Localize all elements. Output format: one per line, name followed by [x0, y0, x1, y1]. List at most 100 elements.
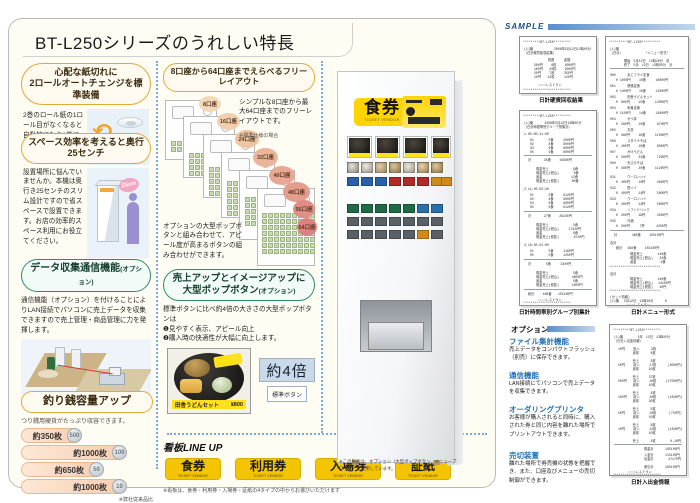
receipt-divider [610, 230, 684, 231]
pop-button-price-bar: 田舎うどんセット ¥800 [172, 400, 246, 410]
machine-control-panel[interactable] [402, 96, 446, 128]
receipt-caption: 日計入出金情報 [631, 480, 670, 486]
price-button[interactable] [431, 230, 443, 239]
price-button[interactable] [375, 230, 387, 239]
receipt-line: 現金売上(税抜) 40円 [630, 285, 667, 289]
section-coin-capacity: 釣り銭容量アップ つり銭用硬貨がたっぷり収容できます。 約350枚 500 約1… [21, 391, 153, 503]
receipt-line: 03 6食 6000円 [530, 146, 574, 150]
receipt-line: 計 35食 15680円 [528, 158, 572, 162]
price-button[interactable] [417, 204, 429, 213]
small-menu-button[interactable] [403, 162, 415, 173]
small-menu-button[interactable] [431, 162, 443, 173]
coin-bar-row: 約1000枚 10 [21, 478, 153, 494]
menu-photo-button[interactable] [375, 136, 400, 158]
price-button[interactable] [431, 204, 443, 213]
line-up-heading: 看板LINE UP [163, 443, 223, 454]
receipt-line: 入金計 115100円 [644, 453, 680, 457]
price-button[interactable] [347, 230, 359, 239]
pop-button-item-name: 田舎うどんセット [175, 402, 220, 409]
menu-photo-button[interactable] [431, 136, 451, 158]
menu-price-strip [405, 153, 426, 157]
receipt-line: 50円 7枚 350円 [534, 71, 573, 75]
price-button[interactable] [389, 177, 401, 186]
data-comm-heading-text: データ収集通信機能 [30, 263, 121, 274]
coin-bar-fill: 約1000枚 [21, 478, 126, 494]
menu-row-values: ¥ 560円 10食 8700円 [616, 122, 668, 126]
receipt-divider [524, 289, 592, 290]
price-button[interactable] [403, 230, 415, 239]
machine-body-shape [97, 183, 119, 242]
receipt-line: 02 8食 8000円 [530, 197, 574, 201]
small-menu-button[interactable] [375, 162, 387, 173]
coin-bar-row: 約1000枚 100 [21, 444, 153, 460]
receipt-line: 現金売上(税込) 24食 [630, 256, 667, 260]
pop-button-item-price: ¥800 [230, 401, 243, 408]
small-menu-button[interactable] [389, 162, 401, 173]
price-button[interactable] [417, 230, 429, 239]
small-menu-button[interactable] [347, 162, 359, 173]
receipt-line: 現金計 165100円 [644, 447, 680, 451]
receipt-line: 返却 10枚 [618, 431, 656, 435]
price-button[interactable] [389, 204, 401, 213]
price-button[interactable] [441, 177, 452, 186]
standard-button-sample: 標準ボタン [267, 386, 307, 403]
receipt-star-border: *************************** [609, 289, 661, 293]
pop-button-heading-sub: (オプション) [258, 287, 296, 295]
pop-button-heading-l1: 売上アップとイメージアップに [172, 273, 306, 284]
price-button[interactable] [347, 177, 359, 186]
price-button[interactable] [361, 204, 373, 213]
line-up-note: ※看板は、食券・利用券・入場券・証紙の4タイプの中からお選びいただけます [163, 488, 340, 494]
bill-slot-icon [406, 100, 422, 103]
menu-row-values: ¥ 1000円 10食 10000円 [616, 78, 669, 82]
receipt-line: 売上 4枚 0.10円 [618, 439, 682, 443]
menu-row-code-name: 033 ウーロンハイ [610, 197, 647, 201]
pop-button-body-2: ❷購入時の快適性が大幅に向上します。 [163, 335, 281, 343]
menu-row-code-name: 004 かつ丼 [610, 117, 637, 121]
receipt-line: 返却 10枚 [618, 367, 656, 371]
menu-row-code-name: 000 あじフライ定食 [610, 73, 650, 77]
receipt-line: 3.18:30-01:00 [524, 243, 549, 247]
menu-photo-button[interactable] [403, 136, 428, 158]
receipt-line: (1)機 5月12日 13時26分 0 [610, 299, 667, 303]
price-button[interactable] [361, 230, 373, 239]
price-button[interactable] [375, 217, 387, 226]
price-button[interactable] [347, 217, 359, 226]
price-button[interactable] [389, 230, 401, 239]
receipt-caption: 日計時間帯別グループ別集計 [519, 310, 591, 316]
pop-button-heading: 売上アップとイメージアップに 大型ポップボタン(オプション) [163, 269, 315, 301]
display-window-icon [430, 99, 442, 105]
price-button[interactable] [403, 177, 415, 186]
price-button[interactable] [361, 217, 373, 226]
coin-capacity-note: ※弊社従来品比 [118, 496, 153, 503]
change-return-tray [368, 322, 424, 350]
price-button[interactable] [361, 177, 373, 186]
coin-bar-row: 約350枚 500 [21, 427, 153, 443]
price-button[interactable] [431, 217, 443, 226]
receipt-line: 返却 10枚 [618, 415, 656, 419]
price-button[interactable] [403, 204, 415, 213]
price-button[interactable] [375, 204, 387, 213]
receipt-line: 返却 20枚 [618, 399, 656, 403]
price-button[interactable] [389, 217, 401, 226]
small-menu-button[interactable] [361, 162, 373, 173]
receipt-line: 05 5食 1200円 [530, 253, 574, 257]
receipt-line: 03 6食 6000円 [530, 201, 574, 205]
section-slim-depth: スペース効率を考えると奥行25センチ 設置場所に悩んでいませんか。本機は奥行き2… [21, 133, 151, 260]
price-button[interactable] [347, 204, 359, 213]
menu-row-code-name: 002 田舎うどんセット [610, 95, 653, 99]
price-button[interactable] [375, 177, 387, 186]
menu-photo-button[interactable] [347, 136, 372, 158]
menu-row-values: ¥ 560円 20食 11200円 [616, 166, 668, 170]
option-title-file: ファイル集計機能 [509, 337, 569, 346]
price-button[interactable] [417, 217, 429, 226]
receipt-line: 1.05:00-11:00 [524, 132, 549, 136]
receipt-line: （日計硬貨回収結果） [524, 51, 556, 55]
options-heading: オプション [511, 325, 549, 334]
price-button[interactable] [417, 177, 429, 186]
small-menu-button[interactable] [417, 162, 429, 173]
ticket-label-en: TICKET VENDOR [332, 474, 364, 478]
price-button[interactable] [403, 217, 415, 226]
ticket-label-jp: 利用券 [249, 459, 286, 473]
receipt-line: 返却 10枚 [618, 383, 656, 387]
receipt-caption: 日計硬貨回収結果 [539, 98, 584, 104]
